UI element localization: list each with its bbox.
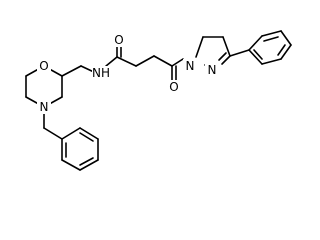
pyrazoline-n2-label: N xyxy=(208,63,217,77)
morpholine-oxygen-label: O xyxy=(39,59,48,73)
morpholine-nitrogen-label: N xyxy=(40,100,49,114)
ketone-oxygen-label: O xyxy=(169,80,178,94)
phenyl-group xyxy=(229,30,292,65)
amide-oxygen-label: O xyxy=(114,33,123,47)
benzyl-group xyxy=(43,106,99,171)
atom-labels: O N NH O O N N xyxy=(37,33,219,114)
methylene-linker xyxy=(61,65,97,77)
molecule-drawing: O N NH O O N N xyxy=(25,30,292,171)
pyrazoline-n1-label: N xyxy=(186,59,195,73)
amide-chain xyxy=(105,43,184,81)
amide-nh-label: NH xyxy=(92,66,110,80)
structure-canvas: O N NH O O N N xyxy=(25,30,292,171)
